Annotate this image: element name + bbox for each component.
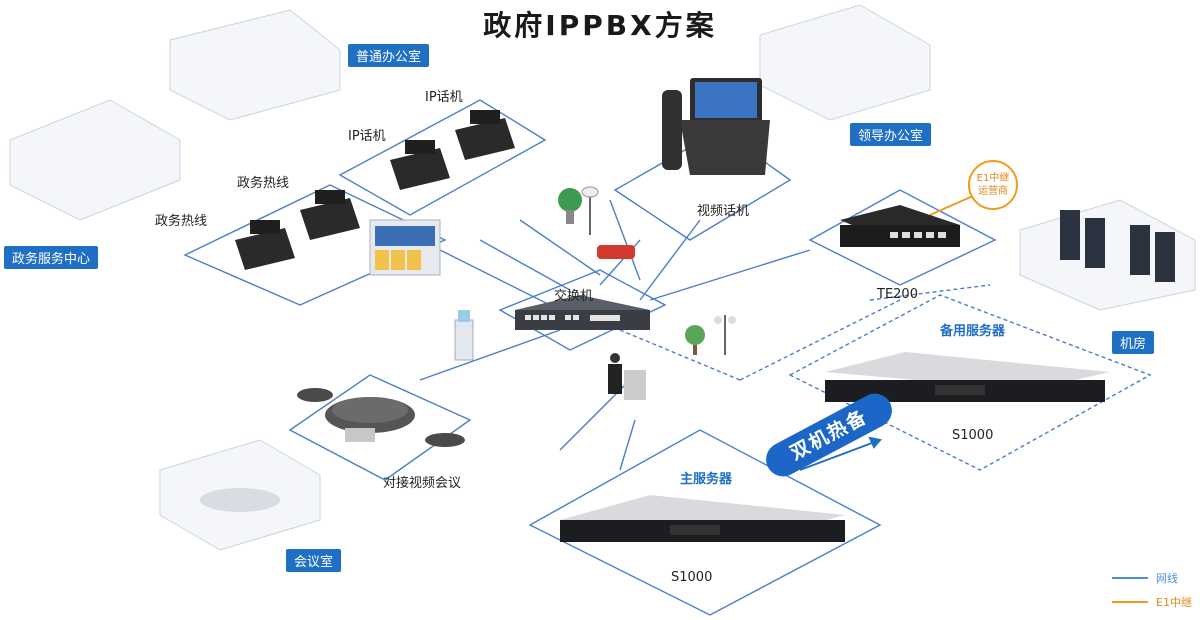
label-video-phone: 视频话机: [697, 204, 750, 219]
ip-phone-zone: [338, 99, 547, 216]
tag-machine-room: 机房: [1112, 331, 1155, 354]
conference-zone: [288, 374, 472, 481]
label-te200: TE200: [877, 287, 918, 302]
switch-device: [515, 295, 650, 330]
label-switch: 交换机: [554, 289, 594, 304]
legend-item-e1: E1中继: [1112, 594, 1192, 610]
hotline-zone: [183, 184, 447, 306]
ip-phone-icon-1: [390, 140, 450, 190]
tag-meeting-room: 会议室: [286, 549, 342, 572]
switch-zone: [498, 269, 667, 351]
label-ip-phone-2: IP话机: [348, 129, 386, 144]
label-hotline-1: 政务热线: [237, 176, 290, 191]
hotline-phone-icon-2: [300, 190, 360, 240]
label-hotline-2: 政务热线: [155, 214, 208, 229]
legend: 网线 E1中继: [1112, 570, 1192, 618]
streetlight-icon: [714, 315, 736, 355]
label-backup-server: 备用服务器: [940, 324, 1006, 339]
video-phone-zone: [613, 129, 792, 241]
dashed-links: [619, 284, 991, 381]
te200-device: [840, 205, 960, 247]
e1-trunk-line: [929, 194, 976, 216]
office-room: [169, 9, 341, 121]
hot-standby-arrows: [799, 436, 882, 471]
water-dispenser-icon: [454, 310, 474, 361]
e1-trunk-badge: E1中继 运营商: [968, 160, 1018, 210]
label-main-model: S1000: [671, 570, 713, 585]
tag-service-center: 政务服务中心: [4, 246, 99, 269]
file-shelf-icon: [369, 219, 441, 276]
legend-label-e1: E1中继: [1156, 596, 1192, 609]
legend-item-cable: 网线: [1112, 570, 1192, 586]
office-worker-icon: [608, 353, 646, 400]
page-title: 政府IPPBX方案: [483, 9, 717, 42]
main-server-device: [560, 495, 845, 542]
label-backup-model: S1000: [952, 428, 994, 443]
hotline-phone-icon-1: [235, 220, 295, 270]
meeting-room-box: [159, 439, 321, 551]
e1-trunk-text: E1中继 运营商: [976, 173, 1010, 197]
car-icon: [597, 245, 635, 259]
service-center-room: [9, 99, 181, 221]
conference-phone-icon: [297, 388, 465, 447]
machine-room-box: [1019, 199, 1196, 311]
leader-office-room: [759, 4, 931, 121]
legend-label-cable: 网线: [1156, 572, 1178, 585]
lamp-icon: [581, 186, 599, 235]
backup-server-device: [825, 352, 1110, 402]
te200-zone: [808, 189, 997, 286]
video-phone-icon: [662, 78, 770, 175]
network-lines: [419, 199, 811, 471]
tag-office: 普通办公室: [348, 44, 430, 67]
plant-icon: [558, 188, 582, 224]
label-main-server: 主服务器: [680, 472, 733, 487]
backup-server-zone: [788, 294, 1152, 471]
tag-leader-office: 领导办公室: [850, 123, 932, 146]
legend-swatch-cable: [1112, 577, 1148, 579]
label-ip-phone-1: IP话机: [425, 90, 463, 105]
ip-phone-icon-2: [455, 110, 515, 160]
main-server-zone: [528, 429, 882, 616]
legend-swatch-e1: [1112, 601, 1148, 603]
label-video-conference: 对接视频会议: [383, 476, 462, 491]
tree-icon: [685, 325, 705, 355]
